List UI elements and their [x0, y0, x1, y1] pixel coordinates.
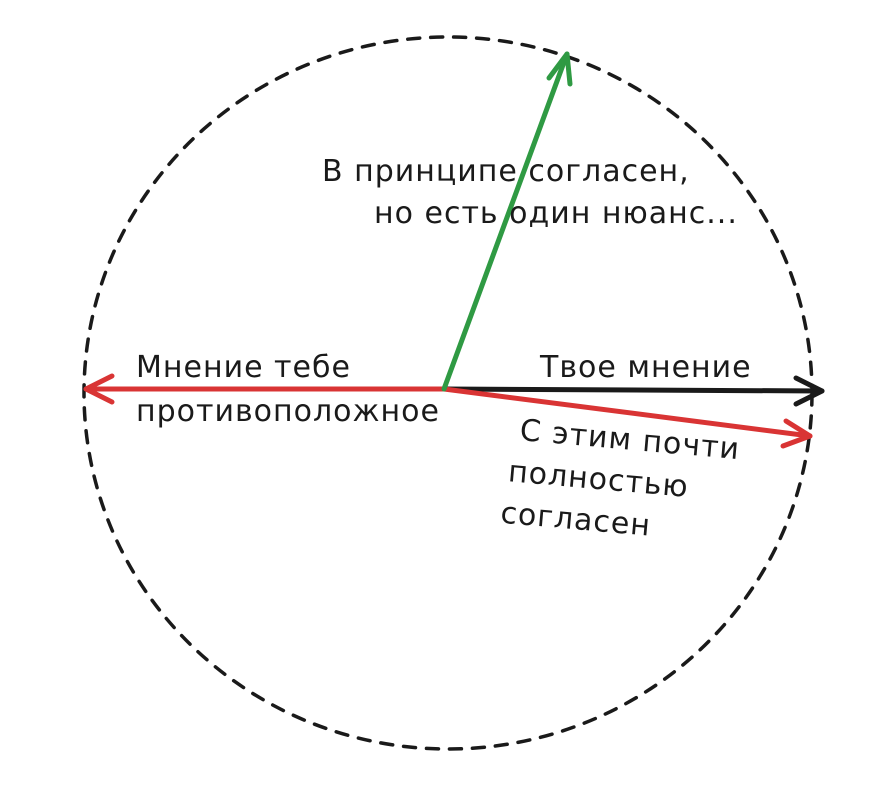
opposite-opinion-arrow	[83, 373, 447, 405]
partial-agree-arrow	[441, 51, 573, 392]
almost-agree-label-line3: согласен	[499, 496, 652, 544]
your-opinion-label: Твое мнение	[539, 350, 752, 385]
opposite-label-line1: Мнение тебе	[136, 350, 351, 385]
almost-agree-label-line2: полностью	[507, 454, 690, 505]
partial-agree-label-line2: но есть один нюанс...	[374, 196, 738, 231]
opinion-circle	[82, 35, 814, 751]
your-opinion-arrow	[441, 375, 825, 407]
partial-agree-label-line1: В принципе согласен,	[322, 154, 690, 189]
opposite-label-line2: противоположное	[136, 394, 440, 429]
almost-agree-arrow	[441, 386, 813, 449]
